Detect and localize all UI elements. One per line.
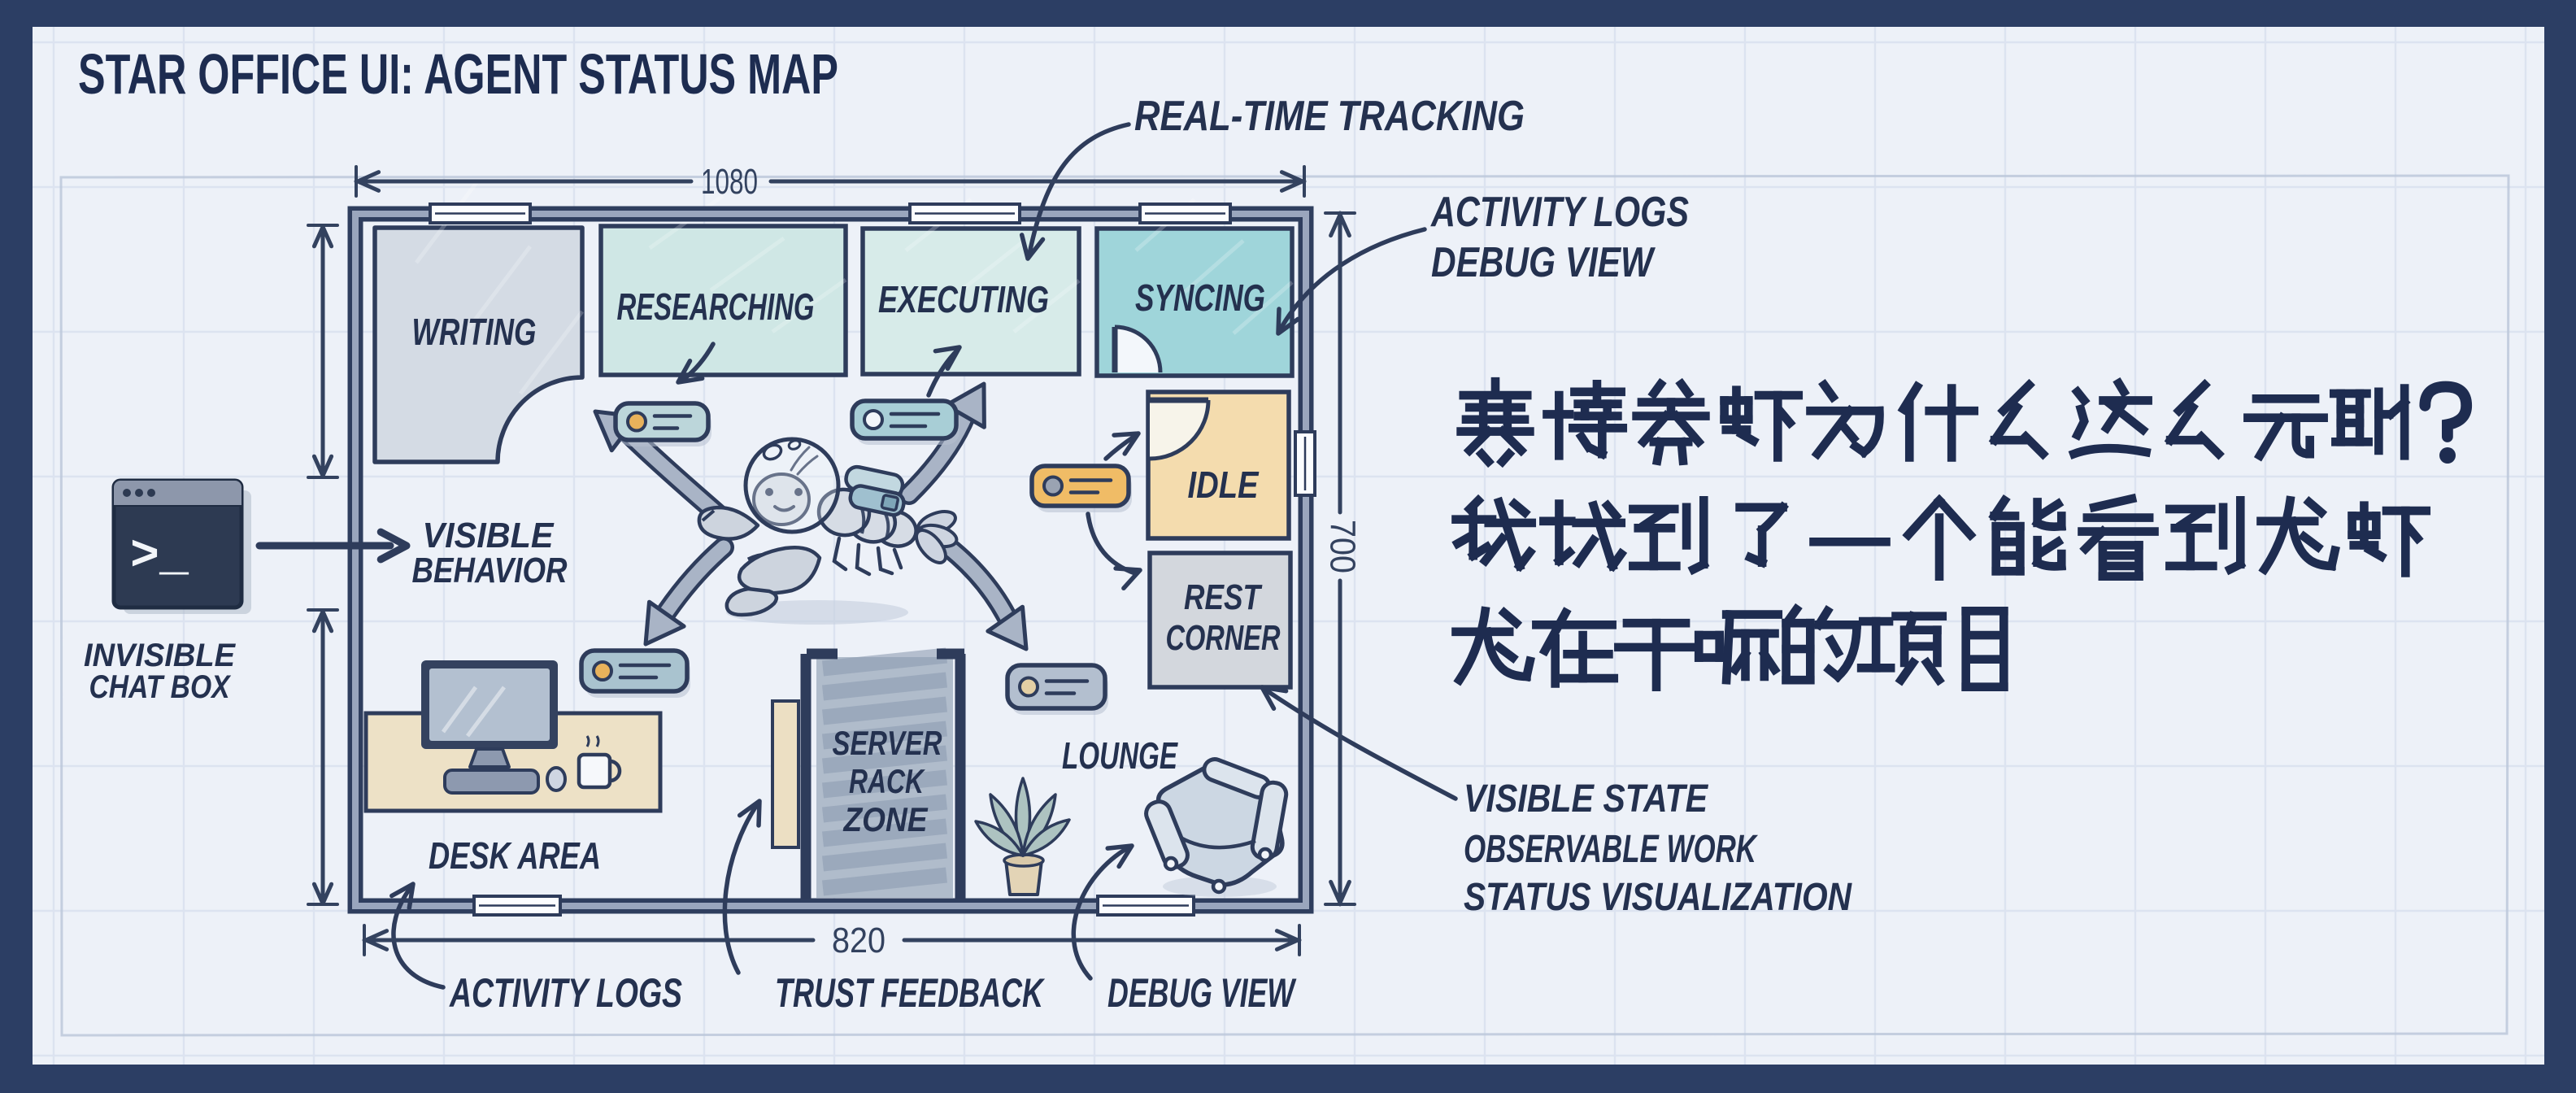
- svg-text:CHAT BOX: CHAT BOX: [89, 669, 232, 705]
- svg-text:RACK: RACK: [849, 762, 925, 800]
- svg-text:RESEARCHING: RESEARCHING: [617, 285, 815, 328]
- svg-text:SYNCING: SYNCING: [1135, 277, 1265, 319]
- svg-text:1080: 1080: [701, 162, 758, 202]
- svg-text:ZONE: ZONE: [843, 800, 929, 838]
- svg-text:WRITING: WRITING: [412, 311, 537, 353]
- svg-text:>_: >_: [130, 529, 189, 585]
- svg-text:OBSERVABLE WORK: OBSERVABLE WORK: [1464, 828, 1758, 871]
- svg-text:CORNER: CORNER: [1166, 618, 1281, 658]
- svg-text:BEHAVIOR: BEHAVIOR: [412, 551, 568, 590]
- svg-text:ACTIVITY LOGS: ACTIVITY LOGS: [1429, 189, 1689, 236]
- svg-text:DEBUG VIEW: DEBUG VIEW: [1107, 970, 1297, 1016]
- svg-text:EXECUTING: EXECUTING: [878, 278, 1049, 320]
- svg-text:REST: REST: [1184, 577, 1262, 617]
- svg-text:DEBUG VIEW: DEBUG VIEW: [1431, 239, 1656, 286]
- svg-text:SERVER: SERVER: [833, 724, 943, 762]
- svg-text:TRUST FEEDBACK: TRUST FEEDBACK: [775, 970, 1046, 1016]
- svg-text:STAR OFFICE UI: AGENT STATUS M: STAR OFFICE UI: AGENT STATUS MAP: [78, 42, 838, 106]
- svg-text:700: 700: [1322, 520, 1362, 573]
- svg-text:820: 820: [832, 921, 886, 960]
- svg-text:LOUNGE: LOUNGE: [1062, 734, 1178, 777]
- svg-text:IDLE: IDLE: [1188, 464, 1260, 506]
- svg-text:DESK AREA: DESK AREA: [429, 834, 601, 877]
- svg-text:VISIBLE: VISIBLE: [423, 516, 555, 555]
- svg-text:REAL-TIME TRACKING: REAL-TIME TRACKING: [1134, 93, 1525, 140]
- svg-text:STATUS VISUALIZATION: STATUS VISUALIZATION: [1464, 876, 1852, 919]
- svg-text:INVISIBLE: INVISIBLE: [84, 638, 236, 673]
- svg-text:ACTIVITY LOGS: ACTIVITY LOGS: [449, 970, 682, 1016]
- svg-text:VISIBLE STATE: VISIBLE STATE: [1464, 777, 1709, 821]
